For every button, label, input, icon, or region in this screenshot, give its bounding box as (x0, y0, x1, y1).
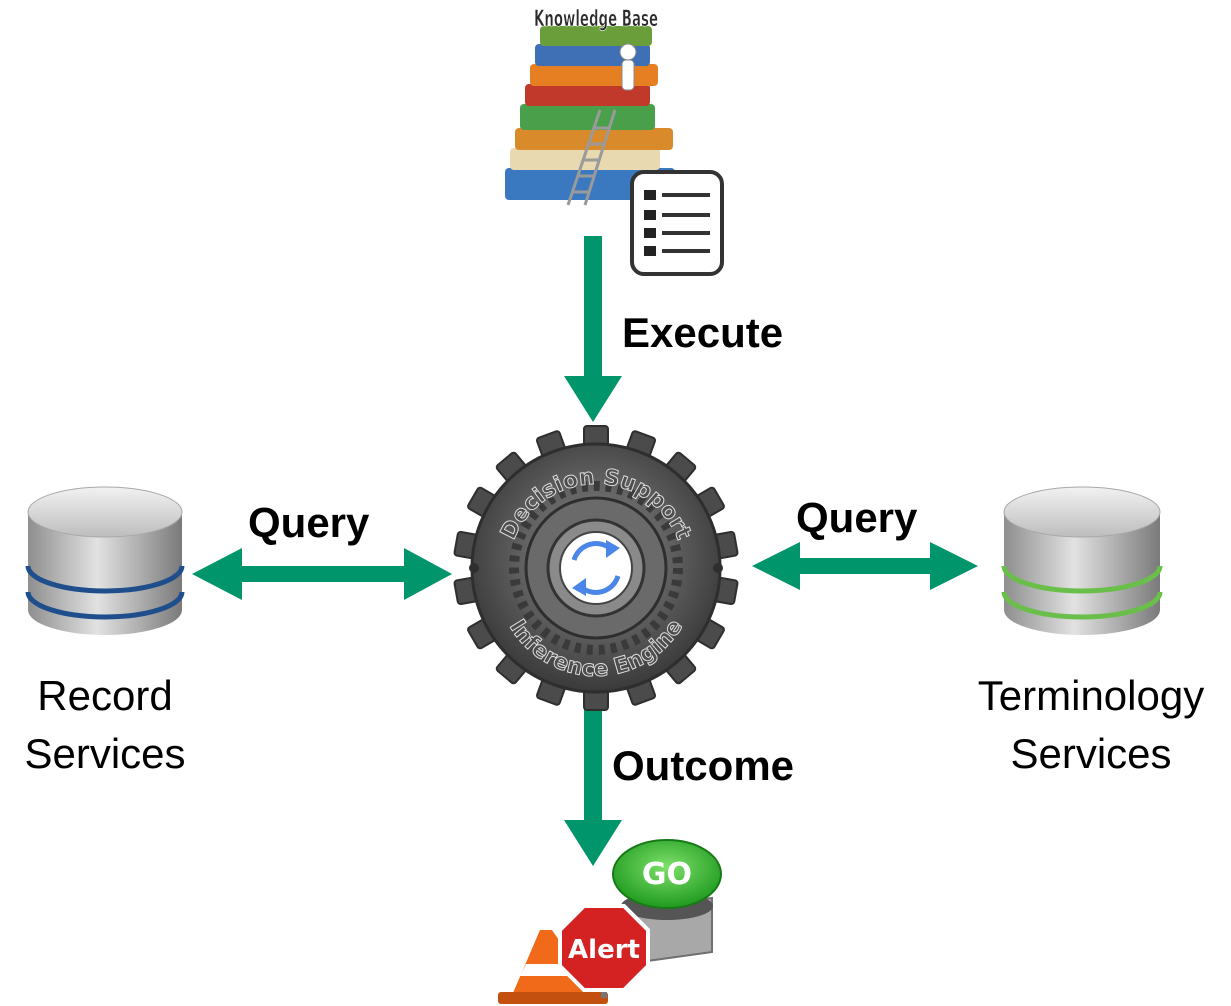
book (515, 128, 673, 150)
checklist-icon (630, 170, 724, 276)
query-right-label: Query (796, 494, 918, 541)
execute-arrow (564, 236, 622, 422)
query-right-arrow (752, 542, 978, 590)
query-left-label: Query (248, 499, 370, 546)
record-services-label: Record Services (8, 667, 202, 783)
record-services-line2: Services (24, 730, 186, 777)
arrows (192, 236, 978, 866)
outcome-art-icon (498, 839, 722, 1004)
knowledge-base-logo: Knowledge Base (534, 7, 658, 32)
terminology-services-line1: Terminology (977, 672, 1205, 719)
figure (621, 59, 635, 91)
execute-label: Execute (622, 309, 784, 356)
ladder (566, 109, 617, 206)
book (540, 26, 652, 46)
alert-sign-logo: Alert (568, 935, 640, 965)
outcome-label: Outcome (612, 742, 795, 789)
terminology-services-line2: Services (1010, 730, 1172, 777)
book (520, 104, 655, 130)
record-database-icon (25, 486, 185, 635)
terminology-database-icon (1001, 486, 1163, 635)
outcome-arrow (564, 708, 622, 866)
go-button-logo: GO (642, 857, 692, 892)
figure (619, 43, 637, 61)
book (525, 84, 650, 106)
terminology-services-label: Terminology Services (956, 667, 1226, 783)
record-services-line1: Record (37, 672, 173, 719)
book (530, 64, 658, 86)
query-left-arrow (192, 548, 452, 600)
inference-engine-gear-icon (453, 425, 739, 711)
knowledge-base-icon (505, 26, 675, 206)
